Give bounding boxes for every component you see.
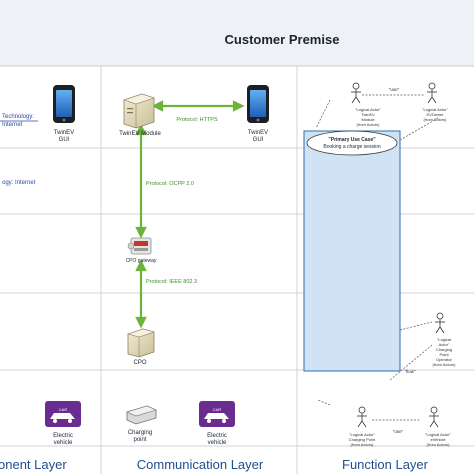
actor-ev-label-2: eVehicle: [430, 437, 446, 442]
actor-cpo-label-2: Actor": [439, 342, 450, 347]
server-icon: [126, 328, 156, 358]
twinev-gui-label-line1: TwinEV: [248, 130, 268, 136]
smartphone-icon: [247, 85, 269, 123]
use-case-title: "Primary Use Case": [328, 137, 376, 143]
component-layer-label: onent Layer: [0, 457, 67, 472]
car-badge-label: CAR: [213, 407, 222, 412]
actor-cp-label-1: "Logical Actor": [349, 432, 375, 437]
charging-point-label-line2: point: [133, 437, 146, 443]
electric-vehicle-label-line1: Electric: [207, 433, 227, 439]
protocol-https-label: Protocol: HTTPS: [176, 117, 218, 123]
twinev-gui-label-line1: TwinEV: [54, 130, 74, 136]
car-badge-label: CAR: [59, 407, 68, 412]
communication-arrows: [135, 100, 245, 329]
actor-stick-figure-icon: [351, 82, 361, 104]
actor-cp-label-3: (from Actors): [351, 442, 375, 447]
use-label-top: "use": [389, 87, 400, 92]
actor-cpo-label-4: Point: [439, 352, 449, 357]
actor-twinev-label-1: "Logical Actor": [355, 107, 381, 112]
internet-label: Internet: [2, 122, 23, 128]
grid: [0, 66, 474, 474]
actor-cpo-label-3: Charging: [436, 347, 452, 352]
actor-cpo-label-1: "Logical: [437, 337, 451, 342]
communication-layer-label: Communication Layer: [137, 457, 264, 472]
technology-label: Technology:: [2, 114, 34, 120]
technology-internet-label: ogy: Internet: [2, 180, 36, 186]
charging-point-label-line1: Charging: [128, 430, 152, 436]
gateway-icon: [127, 237, 152, 255]
actor-stick-figure-icon: [427, 82, 437, 104]
charging-point-icon: [126, 405, 157, 425]
use-case-ellipse: [306, 130, 398, 156]
actor-cpo-label-5: Operator: [436, 357, 452, 362]
header-band: [0, 0, 474, 66]
use-case-subtitle: Booking a charge session: [323, 144, 380, 150]
actor-ev-label-1: "Logical Actor": [425, 432, 451, 437]
function-layer-label: Function Layer: [342, 457, 429, 472]
actor-stick-figure-icon: [429, 406, 439, 428]
twinev-gui-label-line2: GUI: [59, 137, 70, 143]
electric-vehicle-icon: CAR: [45, 401, 81, 427]
cpo-gateway-label: CPO gateway: [126, 258, 157, 264]
header-title: Customer Premise: [225, 32, 340, 47]
actor-cp-label-2: Charging Point: [349, 437, 376, 442]
actor-stick-figure-icon: [357, 406, 367, 428]
actor-stick-figure-icon: [435, 312, 445, 334]
actor-evowner-label-2: EVOwner: [426, 112, 444, 117]
function-relations: [315, 94, 439, 421]
actor-twinev-label-2: TwinEV: [361, 112, 375, 117]
protocol-ocpp-label: Protocol: OCPP 2.0: [146, 181, 194, 187]
protocol-ieee-label: Protocol: IEEE 802.3: [146, 279, 197, 285]
flow-label: "flow": [404, 369, 416, 374]
twinev-gui-label-line2: GUI: [253, 137, 264, 143]
use-label-bottom: "use": [393, 429, 404, 434]
actor-cpo-label-6: (from Actors): [433, 362, 457, 367]
actor-evowner-label-3: (from Actors): [424, 117, 448, 122]
actor-evowner-label-1: "Logical Actor": [422, 107, 448, 112]
actor-ev-label-3: (from Actors): [427, 442, 451, 447]
smartphone-icon: [53, 85, 75, 123]
electric-vehicle-label-line1: Electric: [53, 433, 73, 439]
electric-vehicle-label-line2: vehicle: [54, 440, 73, 446]
cpo-label: CPO: [133, 360, 146, 366]
actor-twinev-label-4: (from Actors): [357, 122, 381, 127]
twinev-module-label: TwinEV Module: [119, 131, 161, 137]
electric-vehicle-label-line2: vehicle: [208, 440, 227, 446]
use-case-box: [303, 130, 401, 372]
server-icon: [123, 93, 155, 129]
actor-twinev-label-3: Module: [361, 117, 375, 122]
electric-vehicle-icon: CAR: [199, 401, 235, 427]
